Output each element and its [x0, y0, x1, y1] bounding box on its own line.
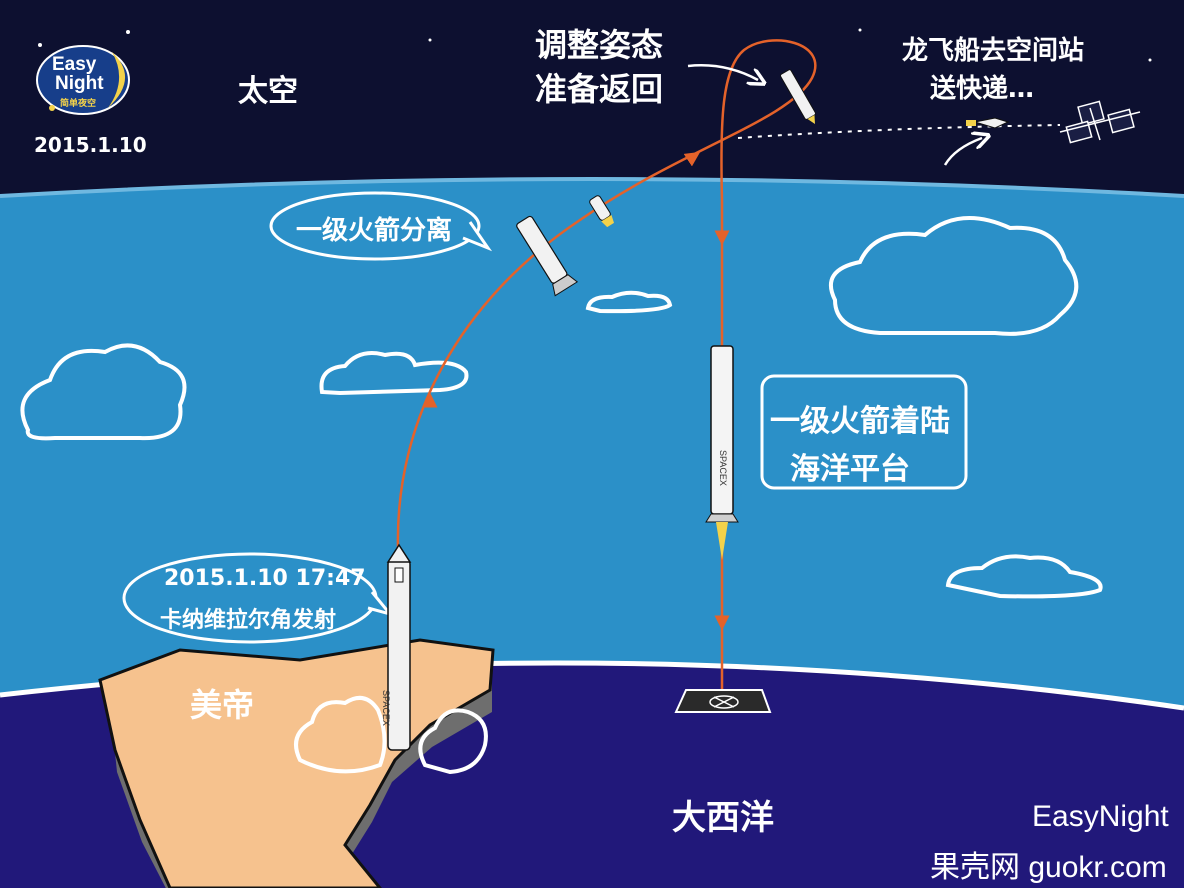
- rocket-marking-launch: SPACEX: [381, 690, 391, 726]
- cloud-right-low: [945, 554, 1103, 599]
- bubble-separation: [269, 191, 481, 261]
- annotation-landing-line1: 一级火箭着陆: [770, 404, 950, 439]
- annotation-launch-site: 卡纳维拉尔角发射: [160, 608, 337, 633]
- dragon-path: [737, 124, 1061, 139]
- label-atlantic: 大西洋: [672, 798, 774, 838]
- label-usa: 美帝: [190, 686, 255, 724]
- rocket-upper-stage: [589, 195, 614, 228]
- rocket-separated-stage: [516, 215, 579, 297]
- annotation-dragon-line1: 龙飞船去空间站: [902, 36, 1085, 66]
- landing-platform: [674, 689, 772, 713]
- rocket-launch: [386, 543, 412, 751]
- annotation-launch-time: 2015.1.10 17:47: [164, 566, 366, 591]
- trajectory-ascent: [396, 39, 817, 690]
- header-date: 2015.1.10: [34, 133, 147, 157]
- cloud-left: [20, 343, 187, 441]
- pointer-adjust: [687, 64, 758, 80]
- launch-smoke: [294, 695, 488, 775]
- sky-edge-glow: [0, 177, 1184, 198]
- arrow-up-2: [683, 151, 701, 167]
- credit-site: 果壳网 guokr.com: [930, 851, 1167, 884]
- box-landing: [760, 374, 968, 490]
- space-station: [1059, 100, 1141, 144]
- stars: [38, 28, 1152, 62]
- logo-text-easy: Easy: [52, 54, 97, 75]
- cloud-right: [829, 216, 1079, 336]
- rocket-marking-landing: SPACEX: [718, 450, 728, 486]
- annotation-adjust-line2: 准备返回: [535, 70, 664, 108]
- annotation-landing-line2: 海洋平台: [790, 452, 910, 487]
- annotation-adjust-line1: 调整姿态: [535, 26, 664, 64]
- logo-text-night: Night: [55, 73, 104, 94]
- logo-subtext: 简单夜空: [60, 99, 97, 109]
- rocket-reorienting: [780, 69, 816, 124]
- rocket-landing: [705, 345, 739, 560]
- pointer-dragon: [943, 138, 982, 166]
- dragon-capsule: [966, 117, 1010, 129]
- annotation-separation: 一级火箭分离: [296, 216, 453, 246]
- label-space: 太空: [238, 74, 298, 109]
- clouds: [20, 216, 1103, 599]
- annotation-dragon-line2: 送快递…: [930, 74, 1035, 104]
- cloud-thin-mid: [585, 290, 673, 314]
- cloud-small-left: [319, 351, 469, 396]
- logo-badge: [36, 45, 130, 115]
- credit-brand: EasyNight: [1032, 800, 1169, 833]
